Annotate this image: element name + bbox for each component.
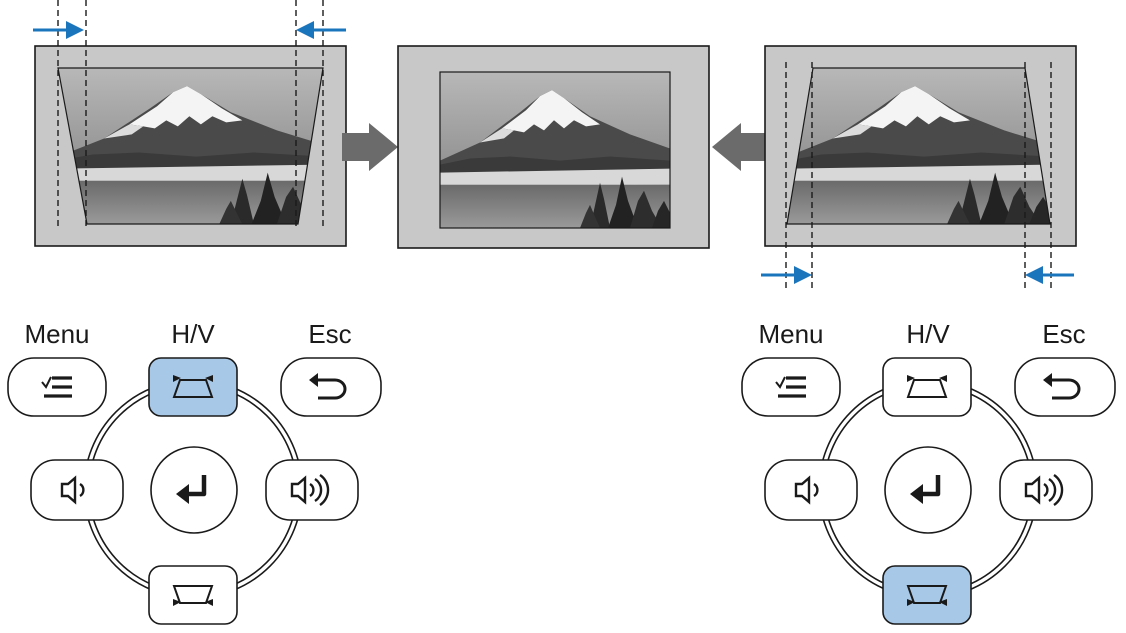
menu-label: Menu <box>24 319 89 349</box>
volume-up-button[interactable] <box>999 459 1093 521</box>
volume-down-icon <box>794 475 819 505</box>
inward-arrow-icon <box>33 21 84 39</box>
back-arrow-icon <box>309 373 347 400</box>
esc-label: Esc <box>308 319 351 349</box>
esc-label: Esc <box>1042 319 1085 349</box>
keystone-up-button[interactable] <box>882 357 972 417</box>
hv-label: H/V <box>171 319 215 349</box>
menu-button[interactable] <box>741 357 841 417</box>
keystone-down-icon <box>906 585 948 606</box>
esc-button[interactable] <box>280 357 382 417</box>
inward-arrow-icon <box>296 21 346 39</box>
menu-list-icon <box>41 376 72 398</box>
inward-arrow-icon <box>761 266 812 284</box>
left-gray-arrow-icon <box>712 123 768 171</box>
control-pad-right: Menu H/V Esc <box>741 319 1116 625</box>
projection-panel-right <box>761 45 1077 290</box>
keystone-down-button[interactable] <box>148 565 238 625</box>
projection-panel-center <box>397 45 710 249</box>
menu-list-icon <box>775 376 806 398</box>
projection-panel-left <box>33 0 347 247</box>
volume-down-button[interactable] <box>30 459 124 521</box>
volume-up-icon <box>290 474 330 506</box>
enter-icon <box>176 475 207 504</box>
control-pad-left: Menu H/V Esc <box>7 319 382 625</box>
volume-down-button[interactable] <box>764 459 858 521</box>
back-arrow-icon <box>1043 373 1081 400</box>
keystone-up-icon <box>172 375 214 398</box>
esc-button[interactable] <box>1014 357 1116 417</box>
enter-button[interactable] <box>884 446 972 534</box>
hv-label: H/V <box>906 319 950 349</box>
keystone-up-button[interactable] <box>148 357 238 417</box>
keystone-down-icon <box>172 585 214 606</box>
enter-button[interactable] <box>150 446 238 534</box>
volume-up-icon <box>1024 474 1064 506</box>
right-gray-arrow-icon <box>342 123 398 171</box>
inward-arrow-icon <box>1025 266 1074 284</box>
enter-icon <box>910 475 941 504</box>
menu-label: Menu <box>758 319 823 349</box>
menu-button[interactable] <box>7 357 107 417</box>
volume-up-button[interactable] <box>265 459 359 521</box>
keystone-up-icon <box>906 375 948 398</box>
keystone-down-button[interactable] <box>882 565 972 625</box>
volume-down-icon <box>60 475 85 505</box>
